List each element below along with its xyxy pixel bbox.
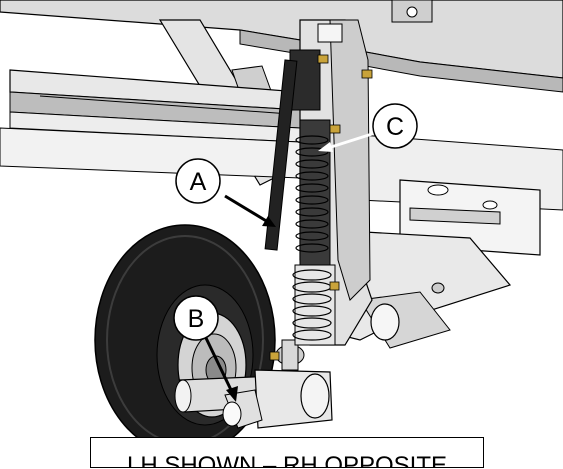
callout-b: B bbox=[173, 295, 238, 402]
callout-c: C bbox=[318, 103, 418, 152]
shock-absorber bbox=[264, 49, 373, 361]
caption-box: LH SHOWN – RH OPPOSITE bbox=[90, 437, 484, 468]
caption-text: LH SHOWN – RH OPPOSITE bbox=[126, 452, 448, 468]
callout-c-label: C bbox=[386, 113, 404, 141]
callout-a-label: A bbox=[190, 168, 207, 196]
callout-a: A bbox=[175, 158, 276, 227]
callout-b-label: B bbox=[188, 305, 205, 333]
hardware-nuts bbox=[269, 54, 373, 361]
